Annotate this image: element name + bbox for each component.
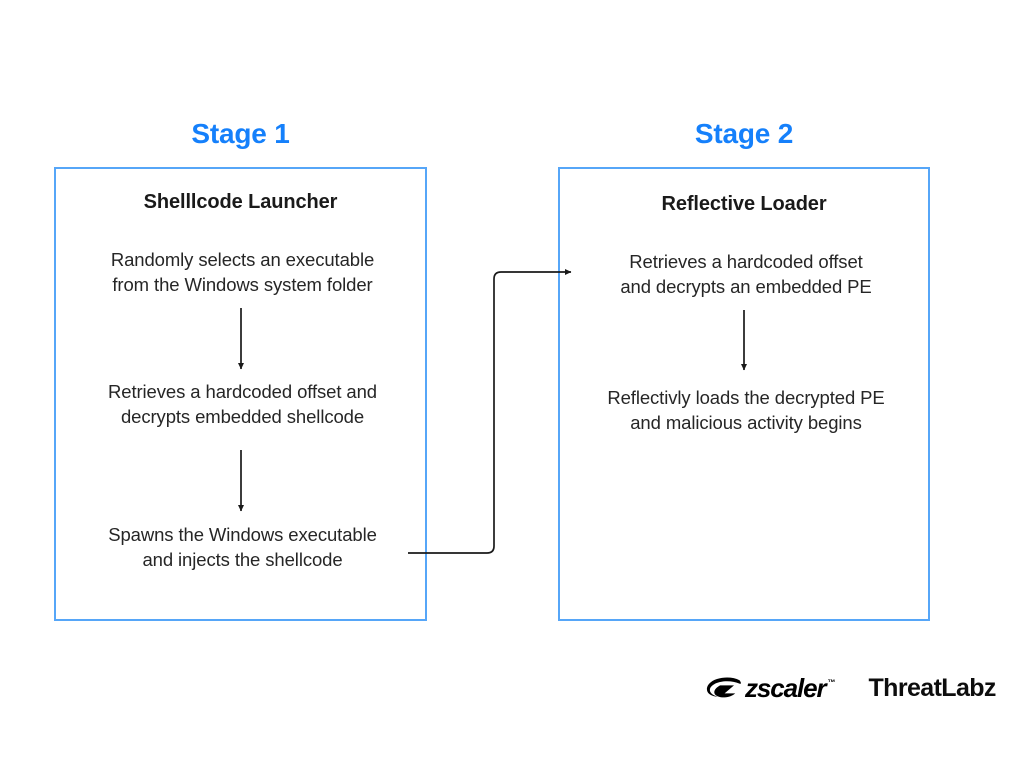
stage-2-label: Stage 2 — [694, 118, 794, 149]
stage-1-label: Stage 1 — [191, 118, 290, 149]
stage-2-box: Reflective Loader Retrieves a hardcoded … — [558, 167, 930, 621]
stage-1-title: Shelllcode Launcher — [143, 191, 338, 213]
arrow-stage1-to-stage2 — [408, 268, 572, 554]
zscaler-wordmark: zscaler — [745, 673, 827, 703]
zscaler-logo: zscaler ™ — [706, 675, 835, 701]
brand-lockup: zscaler ™ ThreatLabz — [706, 666, 996, 710]
stage-2-title: Reflective Loader — [661, 193, 827, 215]
stage-1-box: Shelllcode Launcher Randomly selects an … — [54, 167, 427, 621]
zscaler-swoosh-icon — [706, 677, 741, 698]
threatlabz-wordmark: ThreatLabz — [868, 673, 996, 702]
trademark-symbol: ™ — [827, 678, 836, 687]
